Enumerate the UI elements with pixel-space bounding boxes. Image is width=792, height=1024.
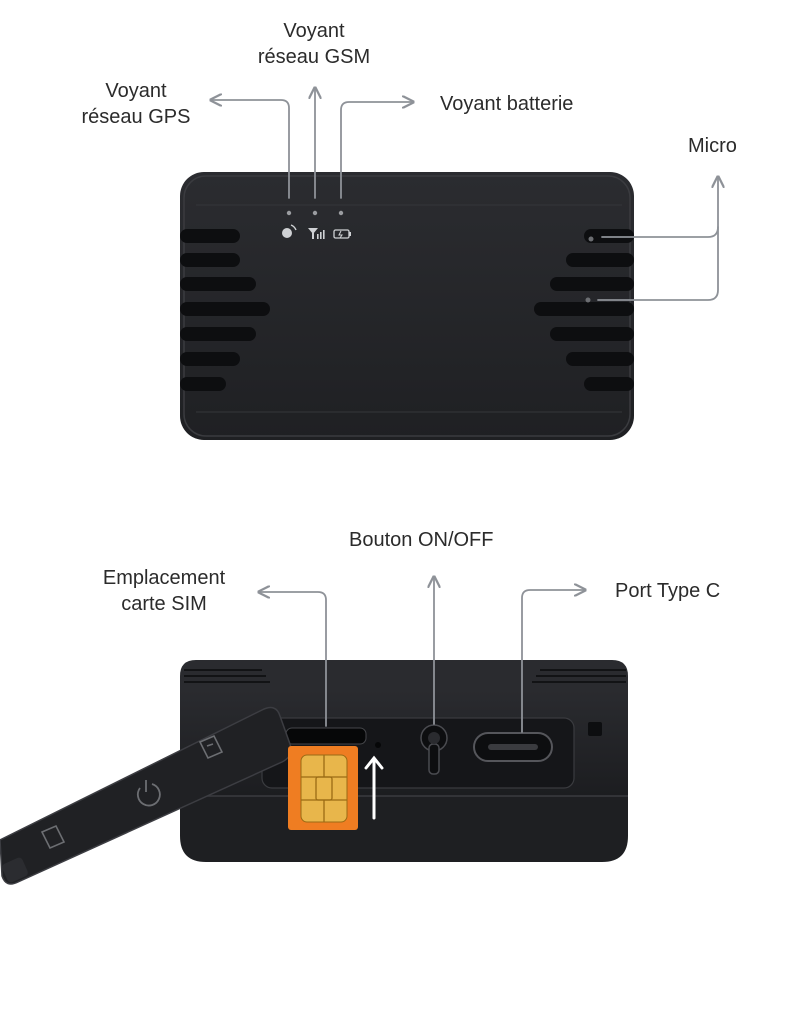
sim-callout-line (260, 592, 327, 727)
side-device-top (180, 660, 628, 690)
sim-card (288, 746, 358, 830)
flap-usb-icon (40, 824, 66, 850)
top-callout-lines (212, 89, 719, 301)
gps-led-label: Voyant réseau GPS (66, 78, 206, 130)
battery-callout-line (340, 102, 412, 199)
gps-led-label-line2: réseau GPS (81, 106, 191, 128)
sim-slot-label-line2: carte SIM (121, 593, 207, 615)
sim-slot (285, 727, 367, 745)
micro-label: Micro (688, 135, 737, 157)
battery-led (338, 210, 344, 216)
gps-led-label-line1: Voyant (105, 80, 167, 102)
power-button[interactable] (420, 724, 448, 775)
gsm-led-label-line2: réseau GSM (257, 46, 371, 68)
gps-satellite-icon (282, 224, 297, 238)
reset-pinhole (375, 742, 381, 748)
battery-icon (333, 229, 351, 239)
gps-led (286, 210, 292, 216)
device-top-view (180, 172, 634, 440)
insert-direction-arrow (364, 755, 384, 820)
usb-c-tongue (488, 744, 538, 750)
usb-port-label: Port Type C (615, 580, 721, 602)
top-device-body (180, 172, 634, 440)
indicator-square (588, 722, 602, 736)
gsm-led-label: Voyant réseau GSM (244, 18, 384, 70)
usb-callout-line (521, 590, 584, 733)
device-side-view (0, 660, 628, 885)
gsm-led-label-line1: Voyant (283, 20, 345, 42)
right-vents (534, 229, 634, 391)
micro-callout-line-2 (597, 226, 719, 301)
sim-slot-label: Emplacement carte SIM (84, 565, 244, 617)
micro-hole-2 (585, 297, 591, 303)
flap-sim-icon (198, 734, 224, 760)
micro-hole-1 (588, 236, 594, 242)
left-vents (180, 229, 270, 391)
sim-slot-label-line1: Emplacement (102, 567, 226, 589)
gps-callout-line (212, 100, 290, 199)
side-callout-lines (260, 578, 584, 733)
gsm-led (312, 210, 318, 216)
side-top-vents (184, 669, 626, 683)
battery-led-label: Voyant batterie (440, 93, 574, 115)
signal-bars-icon (308, 228, 325, 239)
power-button-label: Bouton ON/OFF (349, 529, 494, 551)
flap-power-icon (136, 780, 161, 807)
side-device-base (180, 796, 628, 862)
